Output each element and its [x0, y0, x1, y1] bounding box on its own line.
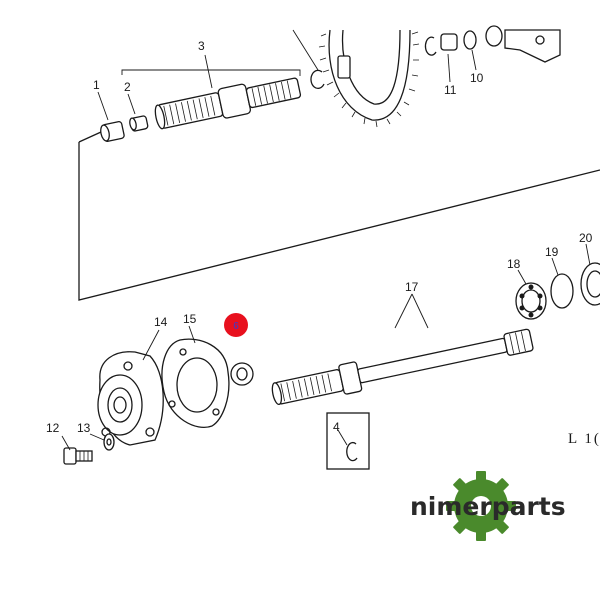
highlight-marker: 6: [224, 313, 248, 337]
leader-lines: [61, 49, 591, 451]
part-12-bolt: [63, 447, 93, 465]
callout-19: 19: [545, 245, 559, 259]
callout-20: 20: [579, 231, 593, 245]
callout-10: 10: [470, 71, 484, 85]
callout-15: 15: [183, 312, 197, 326]
part-18-bearing: [515, 282, 547, 320]
snap-ring-upper: [310, 69, 325, 90]
part-2-bushing: [129, 115, 149, 132]
brand-logo: nimerparts: [410, 471, 566, 541]
part-3-splined-shaft: [154, 77, 302, 130]
callout-14: 14: [154, 315, 168, 329]
callout-3: 3: [198, 39, 205, 53]
part-11-snap-ring: [424, 33, 458, 56]
part-4-inset-box: [326, 412, 370, 470]
callout-4: 4: [333, 420, 340, 434]
brand-name: nimerparts: [410, 492, 566, 521]
leader-gear: [292, 29, 319, 71]
large-gear: [318, 29, 420, 128]
highlight-marker-dot: [224, 313, 248, 337]
part-1-bushing: [100, 121, 125, 142]
part-20-seal-ring: [580, 262, 600, 306]
reference-code: L 1(: [568, 431, 600, 447]
highlight-marker-label: 6: [233, 321, 239, 332]
callout-12: 12: [46, 421, 60, 435]
gear-icon: [446, 471, 516, 541]
callout-11: 11: [444, 83, 457, 97]
part-14-bearing-housing: [97, 351, 164, 446]
part-19-snap-ring: [550, 273, 574, 309]
callout-18: 18: [507, 257, 521, 271]
callout-1: 1: [93, 78, 100, 92]
part-17-long-shaft: [271, 328, 534, 406]
frame-lines: [78, 131, 600, 301]
part-6-seal: [230, 362, 254, 386]
callout-labels: 1 2 3 4 10 11 12 13 14 15 17 18 19 20: [46, 39, 593, 435]
part-13-washer: [103, 433, 115, 451]
part-10-ring: [463, 25, 503, 50]
callout-13: 13: [77, 421, 91, 435]
callout-2: 2: [124, 80, 131, 94]
part-15-gasket: [161, 338, 230, 428]
callout-17: 17: [405, 280, 419, 294]
housing-top-right: [504, 29, 561, 63]
